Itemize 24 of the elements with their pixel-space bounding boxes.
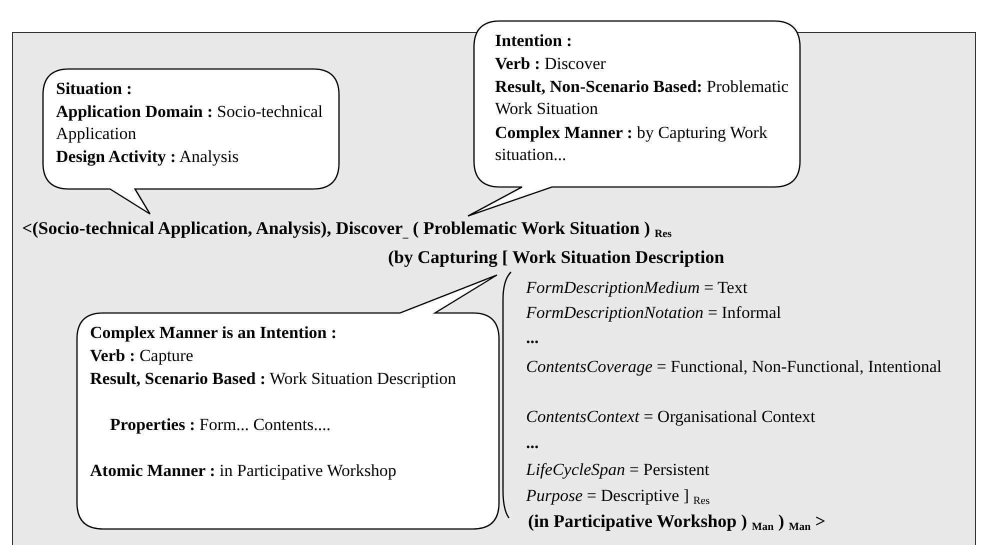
formula-text: <(Socio-technical Application, Analysis), Discover$_{_}$ ( Problematic Work Situation ) $_{Res}$ (22, 217, 672, 242)
callout-text: Verb : Discover (495, 53, 606, 75)
formula-text: (by Capturing [ Work Situation Description (388, 246, 724, 268)
callout-text: Verb : Capture (90, 345, 194, 367)
callout-heading: Intention : (495, 30, 572, 52)
callout-heading: Situation : (56, 78, 132, 100)
property-line: ContentsCoverage = Functional, Non-Functional, Intentional (526, 356, 943, 378)
callout-heading: Complex Manner is an Intention : (90, 322, 337, 344)
speech-bubble (466, 20, 802, 218)
callout-text: Atomic Manner : in Participative Workshop (90, 460, 396, 482)
property-line: FormDescriptionNotation = Informal (526, 302, 782, 324)
speech-bubble (42, 68, 342, 216)
formula-text: (in Participative Workshop ) $_{Man}$ ) $_{Man}$ > (528, 510, 826, 535)
callout-text: Properties : Form... Contents.... (110, 414, 332, 436)
property-line: ContentsContext = Organisational Context (526, 406, 816, 428)
callout-text: Design Activity : Analysis (56, 146, 239, 168)
property-line: Purpose = Descriptive ] $_{Res}$ (526, 485, 710, 509)
property-line: ... (526, 327, 539, 349)
property-line: LifeCycleSpan = Persistent (526, 459, 710, 481)
property-line: FormDescriptionMedium = Text (526, 277, 748, 299)
callout-text: Application Domain : Socio-technical Application (56, 101, 324, 145)
property-line: ... (526, 432, 539, 454)
callout-text: Complex Manner : by Capturing Work situation... (495, 122, 768, 166)
speech-bubble (76, 274, 502, 532)
